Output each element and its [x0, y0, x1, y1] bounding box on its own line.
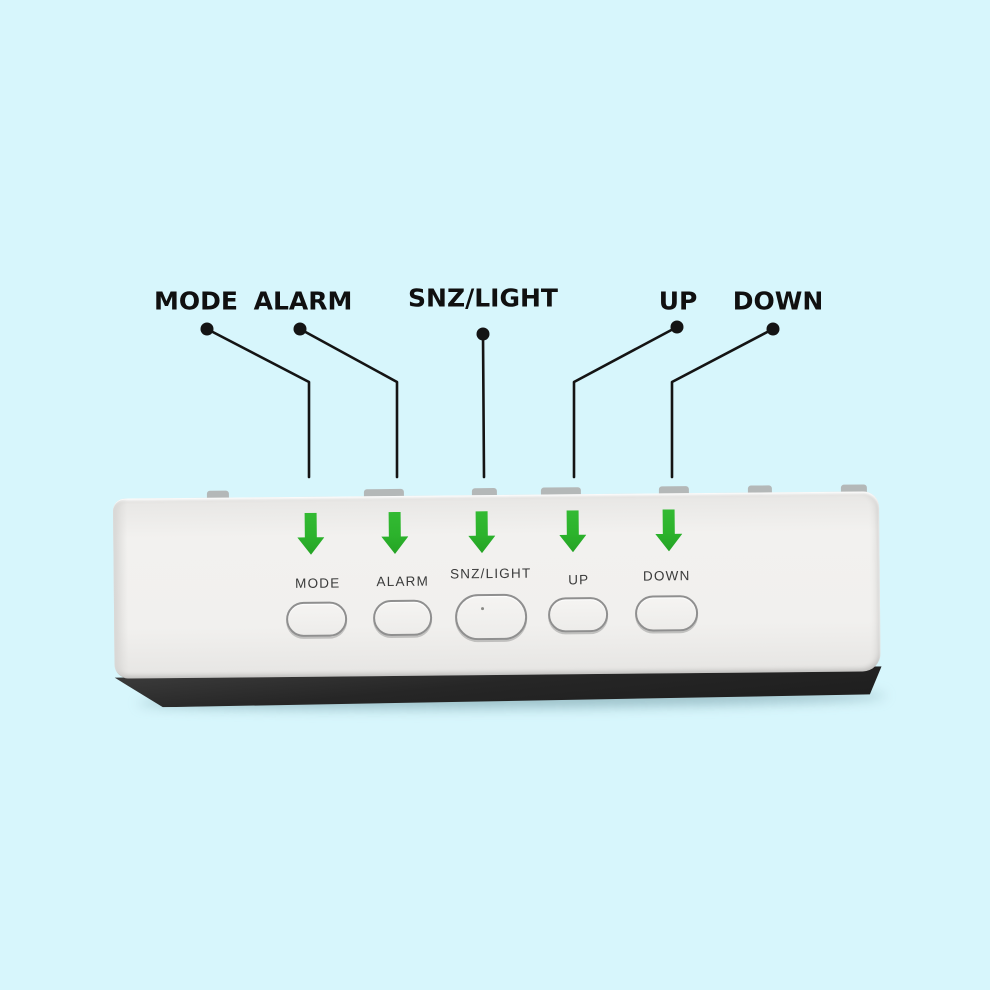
- button-label-alarm: ALARM: [376, 573, 430, 590]
- snz-button-dot: [481, 607, 485, 611]
- up-button[interactable]: [547, 596, 609, 633]
- snz-light-button[interactable]: [454, 593, 528, 641]
- leader-line-mode: [205, 327, 311, 479]
- leader-line-up: [572, 325, 679, 479]
- leader-line-snz-light: [481, 332, 486, 479]
- down-button[interactable]: [634, 595, 699, 632]
- callout-label-up: UP: [658, 286, 698, 316]
- mode-button[interactable]: [285, 601, 348, 638]
- callout-label-alarm: ALARM: [253, 286, 353, 316]
- callout-label-down: DOWN: [732, 286, 824, 316]
- callout-label-mode: MODE: [154, 286, 238, 316]
- button-label-down: DOWN: [642, 568, 691, 584]
- device-left-edge: [112, 499, 129, 678]
- alarm-clock-device: MODE ALARM SNZ/LIGHT UP DOWN: [111, 484, 886, 726]
- button-label-up: UP: [568, 572, 590, 588]
- callout-label-snz-light: SNZ/LIGHT: [408, 283, 558, 313]
- device-top-face: [112, 491, 881, 679]
- leader-line-alarm: [298, 327, 399, 479]
- button-label-snz-light: SNZ/LIGHT: [449, 565, 532, 582]
- leader-line-down: [670, 327, 775, 479]
- button-label-mode: MODE: [295, 575, 341, 591]
- alarm-button[interactable]: [372, 599, 433, 637]
